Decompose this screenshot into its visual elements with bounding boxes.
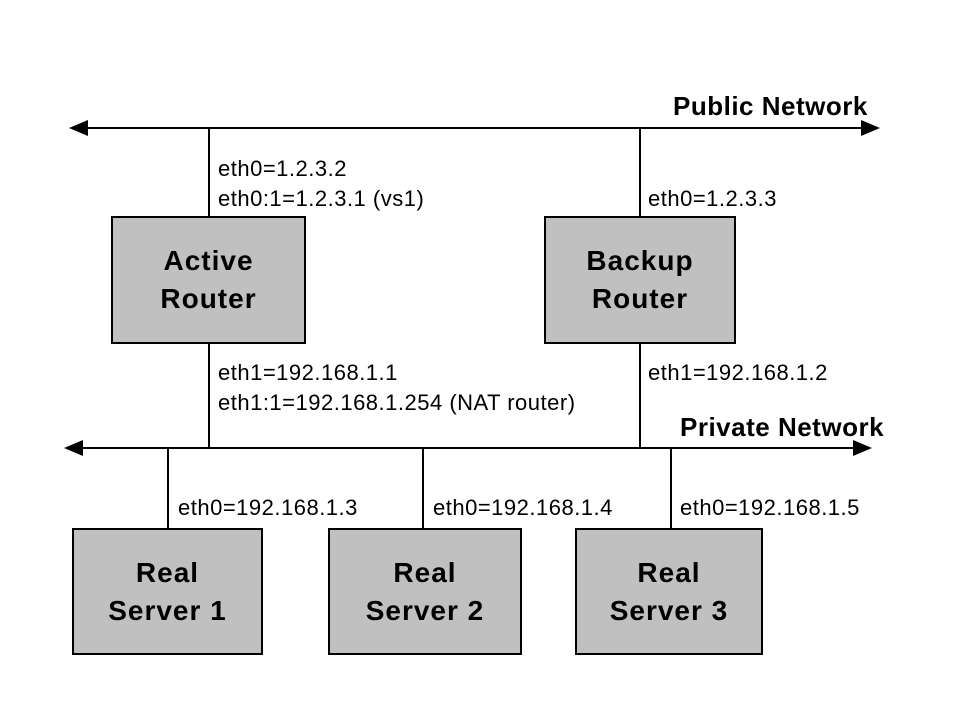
active-router-eth1-label: eth1=192.168.1.1 [218, 360, 398, 385]
backup-router-name-line1: Backup [586, 245, 694, 276]
real-server-3-box: Real Server 3 [575, 528, 763, 655]
public-network-left-arrow-icon [69, 120, 88, 136]
active-router-public-link [208, 128, 210, 217]
real-server-2-box: Real Server 2 [328, 528, 522, 655]
active-router-private-link [208, 342, 210, 448]
private-network-label: Private Network [680, 412, 885, 442]
public-network-right-arrow-icon [861, 120, 880, 136]
real-server-1-box: Real Server 1 [72, 528, 263, 655]
real-server-1-link [167, 448, 169, 528]
real-server-2-name-line1: Real [393, 556, 457, 588]
real-server-3-name-line1: Real [637, 556, 701, 588]
active-router-eth1-alias-label: eth1:1=192.168.1.254 (NAT router) [218, 390, 576, 415]
active-router-box: Active Router [111, 216, 306, 344]
real-server-3-eth0-label: eth0=192.168.1.5 [680, 495, 860, 520]
public-network-line [84, 127, 864, 129]
active-router-name-line2: Router [160, 283, 257, 314]
active-router-eth0-label: eth0=1.2.3.2 [218, 156, 347, 181]
real-server-1-name-line2: Server 1 [108, 594, 227, 626]
private-network-right-arrow-icon [853, 440, 872, 456]
private-network-left-arrow-icon [64, 440, 83, 456]
real-server-3-name-line2: Server 3 [609, 594, 729, 626]
active-router-eth0-alias-label: eth0:1=1.2.3.1 (vs1) [218, 186, 425, 211]
active-router-name-line1: Active [163, 245, 254, 276]
real-server-1-eth0-label: eth0=192.168.1.3 [178, 495, 358, 520]
real-server-1-name-line1: Real [135, 556, 200, 588]
real-server-2-eth0-label: eth0=192.168.1.4 [433, 495, 613, 520]
private-network-line [79, 447, 855, 449]
backup-router-public-link [639, 128, 641, 217]
backup-router-name-line2: Router [591, 283, 689, 314]
real-server-2-name-line2: Server 2 [365, 594, 485, 626]
real-server-2-link [422, 448, 424, 528]
real-server-3-link [670, 448, 672, 528]
backup-router-private-link [639, 342, 641, 448]
backup-router-box: Backup Router [544, 216, 736, 344]
backup-router-eth0-label: eth0=1.2.3.3 [648, 186, 777, 211]
public-network-label: Public Network [673, 91, 868, 121]
backup-router-eth1-label: eth1=192.168.1.2 [648, 360, 828, 385]
